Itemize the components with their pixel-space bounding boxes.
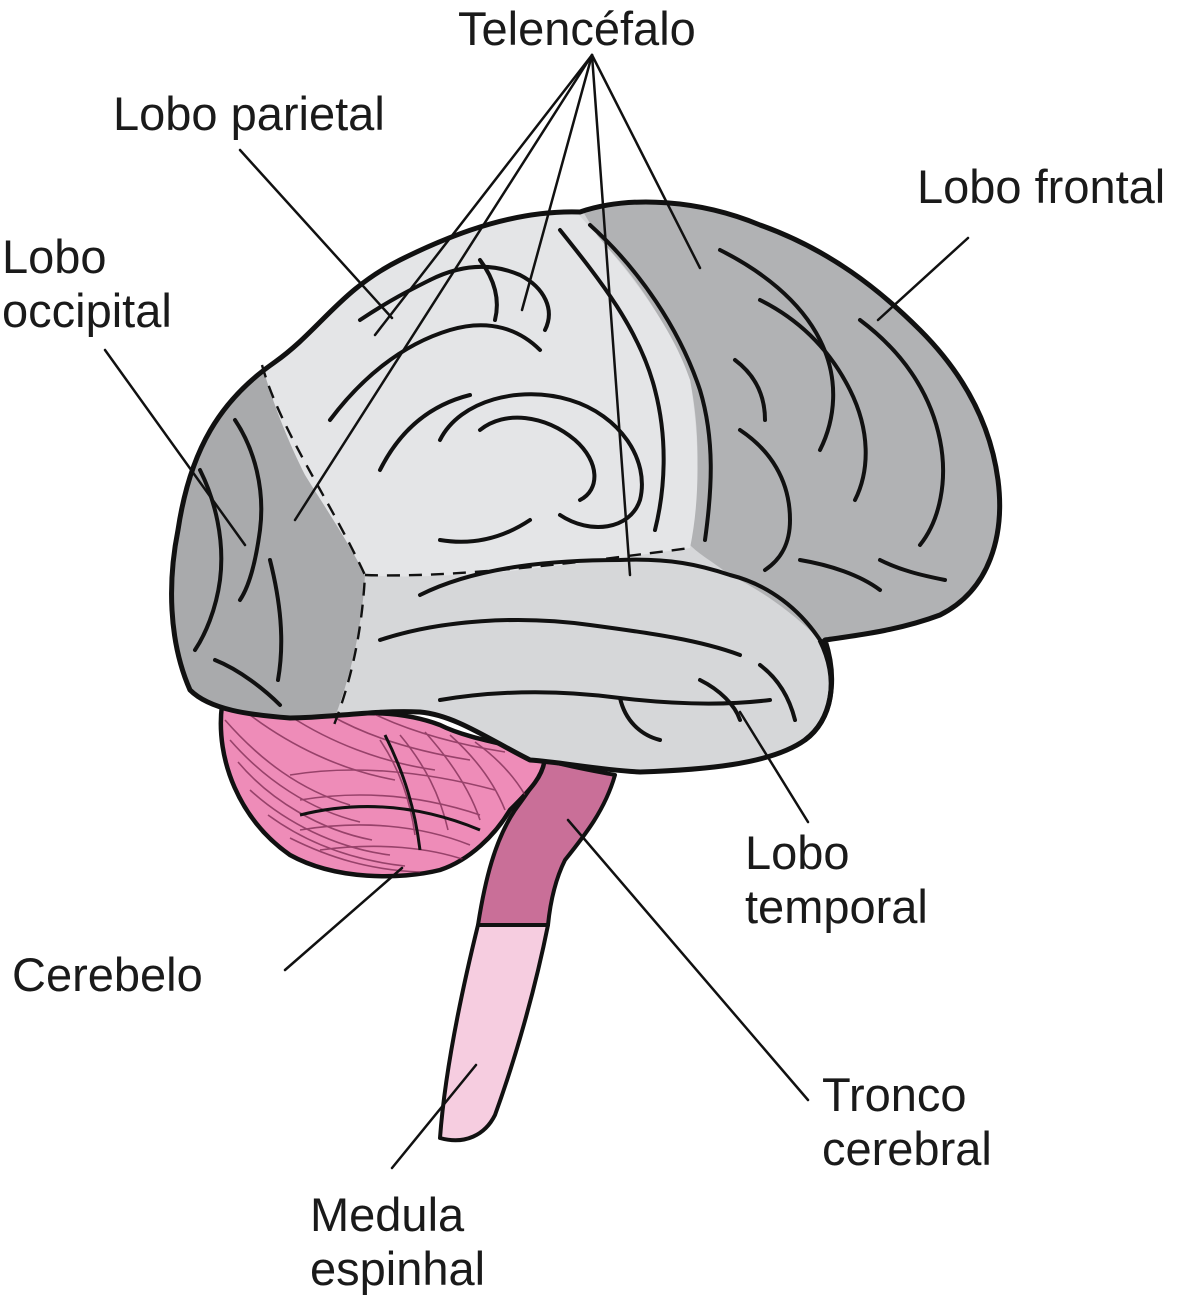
label-telencefalo: Telencéfalo — [458, 2, 696, 56]
label-tronco-cerebral: Tronco cerebral — [822, 1068, 992, 1176]
label-medula-espinhal-line1: Medula — [310, 1188, 465, 1241]
brainstem-shape — [476, 758, 617, 927]
leader-telencefalo-occipital — [293, 53, 594, 522]
leader-medula-espinhal — [390, 1063, 478, 1170]
label-lobo-temporal-line1: Lobo — [745, 826, 850, 879]
label-cerebelo-text: Cerebelo — [12, 948, 203, 1001]
label-medula-espinhal: Medula espinhal — [310, 1188, 485, 1296]
leader-cerebelo — [283, 866, 404, 972]
spinal-cord-shape — [438, 923, 550, 1143]
leader-telencefalo-parietal-2 — [520, 53, 594, 312]
label-lobo-temporal-line2: temporal — [745, 880, 928, 933]
label-lobo-occipital: Lobo occipital — [2, 230, 172, 338]
cerebrum-shape — [169, 199, 1003, 775]
leader-lines — [103, 53, 970, 1170]
label-lobo-frontal: Lobo frontal — [917, 160, 1165, 214]
label-cerebelo: Cerebelo — [12, 948, 203, 1002]
leader-tronco-cerebral — [566, 818, 810, 1102]
label-tronco-cerebral-line1: Tronco — [822, 1068, 967, 1121]
label-lobo-occipital-line1: Lobo — [2, 230, 107, 283]
leader-lobo-temporal — [738, 710, 810, 824]
occipital-lobe-region — [171, 340, 365, 730]
leader-telencefalo-frontal — [590, 53, 702, 270]
label-medula-espinhal-line2: espinhal — [310, 1242, 486, 1295]
cerebellum-shape — [218, 702, 548, 879]
leader-telencefalo-temporal — [590, 53, 632, 577]
label-lobo-temporal: Lobo temporal — [745, 826, 928, 934]
leader-lobo-occipital — [103, 348, 247, 547]
label-lobo-parietal-text: Lobo parietal — [113, 87, 385, 140]
parietal-lobe-region — [260, 205, 698, 577]
label-lobo-occipital-line2: occipital — [2, 284, 172, 337]
leader-lobo-parietal — [238, 148, 394, 320]
label-lobo-frontal-text: Lobo frontal — [917, 160, 1166, 213]
leader-telencefalo-parietal-1 — [373, 53, 594, 337]
label-tronco-cerebral-line2: cerebral — [822, 1122, 992, 1175]
label-lobo-parietal: Lobo parietal — [113, 87, 385, 141]
leader-lobo-frontal — [876, 236, 970, 322]
label-telencefalo-text: Telencéfalo — [458, 2, 696, 55]
